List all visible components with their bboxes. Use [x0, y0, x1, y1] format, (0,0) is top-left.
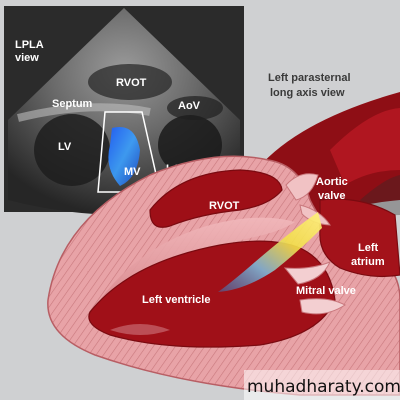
- aortic-valve-leaflet: [285, 173, 319, 201]
- rvot-chamber: [88, 64, 172, 100]
- diagram-title-line2: long axis view: [270, 87, 345, 99]
- echo-label-mv: MV: [124, 166, 141, 178]
- diagram-label-rvot: RVOT: [209, 200, 240, 212]
- aov-chamber: [167, 96, 223, 120]
- diagram-label-mitral-valve: Mitral valve: [296, 285, 356, 297]
- doppler-jet: [218, 212, 322, 292]
- left-atrium-chamber: [319, 198, 400, 278]
- echo-view-label-line1: LPLA: [15, 39, 44, 51]
- diagram-label-aortic-valve-line1: Aortic: [316, 176, 348, 188]
- echo-label-septum: Septum: [52, 98, 93, 110]
- rvot-chamber-illustration: [149, 169, 283, 228]
- mitral-valve-leaflet: [283, 261, 331, 285]
- echo-panel: LPLA view RVOT Septum AoV LV MV LA: [4, 6, 244, 215]
- lv-chamber: [34, 114, 110, 186]
- septum-band: [17, 103, 151, 122]
- echo-label-lv: LV: [58, 141, 72, 153]
- mitral-valve-leaflet-2: [299, 298, 346, 315]
- echo-view-label-line2: view: [15, 52, 39, 64]
- diagram-title-line1: Left parasternal: [268, 72, 351, 84]
- doppler-flow: [108, 126, 140, 186]
- aorta-lumen: [330, 108, 400, 185]
- watermark-text: muhadharaty.com: [247, 377, 400, 397]
- diagram-label-left-ventricle: Left ventricle: [142, 294, 210, 306]
- echo-label-rvot: RVOT: [116, 77, 147, 89]
- watermark-background: [244, 370, 400, 400]
- diagram-label-left-atrium-line2: atrium: [351, 256, 385, 268]
- diagram-label-aortic-valve-line2: valve: [318, 190, 346, 202]
- heart-illustration: Left parasternal long axis view RVOT Aor…: [47, 72, 400, 396]
- diagram-label-left-atrium-line1: Left: [358, 242, 379, 254]
- echo-label-aov: AoV: [178, 100, 201, 112]
- papillary-muscle: [110, 324, 170, 335]
